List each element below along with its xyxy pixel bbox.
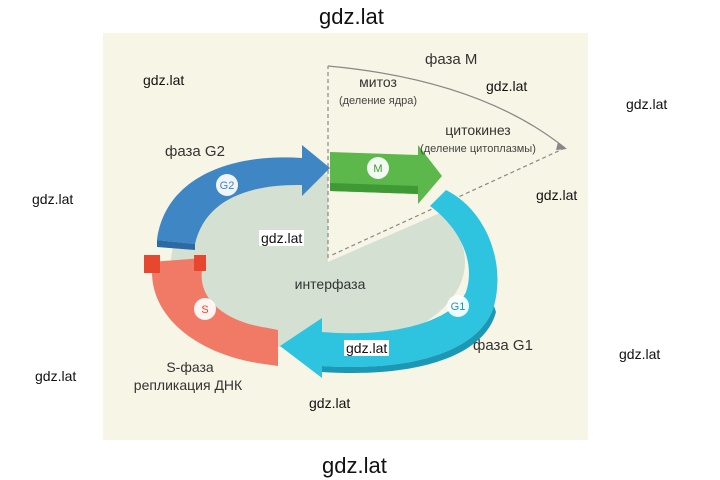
phase-m-arc <box>327 65 566 149</box>
watermark: gdz.lat <box>259 230 305 246</box>
badge-m: M <box>373 163 382 175</box>
phase-m-arc-arrowhead <box>556 142 567 150</box>
g2-segment <box>157 145 330 244</box>
watermark: gdz.lat <box>143 72 185 88</box>
badge-s-circle <box>194 298 216 320</box>
m-segment-shade <box>330 183 418 194</box>
g2-segment-shade <box>157 240 195 250</box>
interphase-label: интерфаза <box>295 276 366 292</box>
watermark: gdz.lat <box>536 187 578 203</box>
watermark: gdz.lat <box>309 395 351 411</box>
dna-replication-label: репликация ДНК <box>134 377 243 393</box>
phase-g2-label: фаза G2 <box>165 143 225 160</box>
badge-s: S <box>201 304 208 316</box>
phase-m-label: фаза М <box>425 51 477 68</box>
phase-g1-label: фаза G1 <box>473 337 533 354</box>
badge-g2: G2 <box>220 180 235 192</box>
badge-g2-circle <box>216 174 238 196</box>
s-segment-cap <box>194 255 206 271</box>
cytokinesis-note: (деление цитоплазмы) <box>420 143 536 155</box>
mitosis-note: (деление ядра) <box>339 95 417 107</box>
watermark: gdz.lat <box>486 78 528 94</box>
watermark: gdz.lat <box>35 368 77 384</box>
watermark: gdz.lat <box>626 96 668 112</box>
watermark: gdz.lat <box>32 191 74 207</box>
watermark-top: gdz.lat <box>319 4 384 29</box>
watermark: gdz.lat <box>344 340 390 356</box>
badge-g1-circle <box>447 295 469 317</box>
watermark: gdz.lat <box>619 346 661 362</box>
badge-m-circle <box>367 157 389 179</box>
s-segment-cap <box>144 255 160 273</box>
cytokinesis-label: цитокинез <box>445 122 510 138</box>
s-phase-label: S-фаза <box>166 359 214 375</box>
badge-g1: G1 <box>451 301 466 313</box>
g1-segment <box>280 190 498 378</box>
mitosis-label: митоз <box>359 74 397 90</box>
watermark-bottom: gdz.lat <box>322 453 387 478</box>
